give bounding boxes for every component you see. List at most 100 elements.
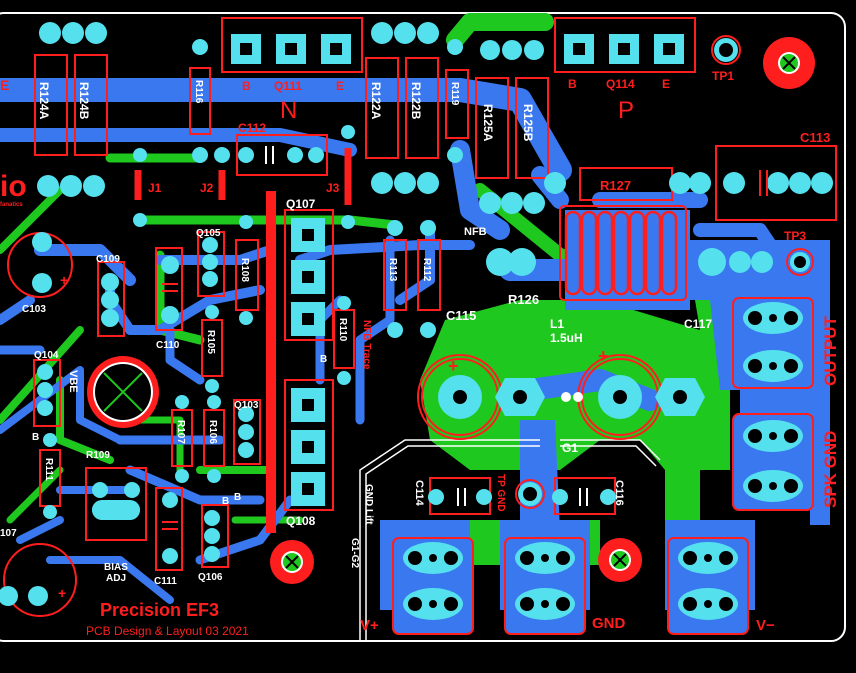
r112-outline [417,239,441,311]
label-c110: C110 [156,340,180,351]
label-fragment: io [0,170,27,203]
spk-gnd-terminal [732,413,814,511]
label-vminus: V− [756,617,775,634]
label-q107-b: B [320,354,327,365]
label-c103-plus: + [60,272,68,288]
c109-outline [97,261,125,337]
label-gnd-lift-2: G1-G2 [349,538,360,568]
mounting-holes [87,37,815,584]
c110-outline [155,247,183,331]
r119-outline [445,69,469,139]
r105-outline [201,319,223,377]
label-r124a: R124A [37,82,51,120]
label-q111-b: B [242,79,251,93]
label-c112: C112 [238,121,266,135]
label-l1: L1 [550,317,564,331]
label-q104: Q104 [34,350,59,361]
r125b-outline [515,77,549,179]
label-r127: R127 [600,178,631,193]
label-j2: J2 [200,181,214,195]
label-r106: R106 [207,420,218,444]
label-r116: R116 [193,80,204,104]
label-nfb: NFB [464,226,487,238]
q111-outline [221,17,363,73]
label-c117: C117 [684,317,712,331]
label-tp-gnd: TP GND [495,474,506,512]
label-vbe: VBE [67,370,79,393]
label-c107: 107 [0,528,17,539]
capacitor-symbols [162,146,768,530]
label-q106: Q106 [198,572,223,583]
q106-outline [201,504,229,568]
label-r109: R109 [86,450,110,461]
label-c117-plus: + [598,346,609,366]
q108-outline [284,379,334,511]
rotated-labels: R124A R124B R116 R122A R122B R119 R125A … [37,80,840,568]
r111-outline [235,239,259,311]
label-r119: R119 [449,82,460,106]
label-q106-b: B [222,496,229,507]
label-q107: Q107 [286,197,316,211]
pads-layer [0,22,833,606]
label-c116: C116 [613,480,625,506]
r125a-outline [475,77,509,179]
label-r126: R126 [508,292,539,307]
r113-outline [383,239,407,311]
board-subtitle: PCB Design & Layout 03 2021 [86,624,249,638]
label-c111: C111 [154,576,177,587]
q107-outline [284,209,334,341]
label-q111-e: E [336,79,344,93]
label-c114: C114 [413,480,425,507]
label-tp1: TP1 [712,69,734,83]
c113-outline [715,145,837,221]
q105-outline [197,231,225,297]
mounting-hole-top-right [763,37,815,89]
q114-pads [564,34,684,64]
r106-outline [203,409,225,467]
l1-windings [564,210,678,296]
label-fanatics: fanatics [0,202,23,208]
label-r111: R108 [239,258,250,282]
mounting-hole-center [87,356,159,428]
q114-outline [554,17,696,73]
label-q114-e: E [662,77,670,91]
q107-pads [291,218,325,336]
r107-outline [171,409,193,467]
label-q104-b: B [32,432,39,443]
label-q114-b: B [568,77,577,91]
label-q105: Q105 [196,228,221,239]
r122b-outline [405,57,439,159]
label-j3: J3 [326,181,340,195]
l1-outline [559,205,687,301]
label-c109: C109 [96,254,120,265]
mounting-hole-right [598,538,642,582]
label-q103: Q103 [234,400,259,411]
gnd-lift-traces [359,439,661,640]
label-c113: C113 [800,130,830,145]
label-r110: R110 [337,318,348,342]
label-r122a: R122A [369,82,383,120]
label-output: OUTPUT [821,316,840,387]
label-gnd: GND [592,615,626,632]
label-q111-type: N [280,97,297,124]
label-q111: Q111 [274,79,302,93]
label-c115: C115 [446,308,476,323]
label-q114-type: P [618,97,634,124]
q108-pads [291,388,325,506]
label-r122b: R122B [409,82,423,120]
mounting-hole-bottom [270,540,314,584]
c112-outline [236,134,328,176]
label-c107-plus: + [58,585,66,601]
vplus-terminal [392,537,474,635]
c107-ring [3,543,77,617]
label-r125b: R125B [521,104,535,142]
heatsink-bar [266,191,276,533]
label-q108: Q108 [286,514,316,528]
q111-pads [231,34,351,64]
board-title: Precision EF3 [100,600,219,620]
r116-outline [189,67,211,135]
vminus-terminal [667,537,749,635]
label-adj: ADJ [106,573,126,584]
r109-trimmer-outline [85,467,147,541]
label-nfb-trace: NFB Trace [361,320,372,370]
